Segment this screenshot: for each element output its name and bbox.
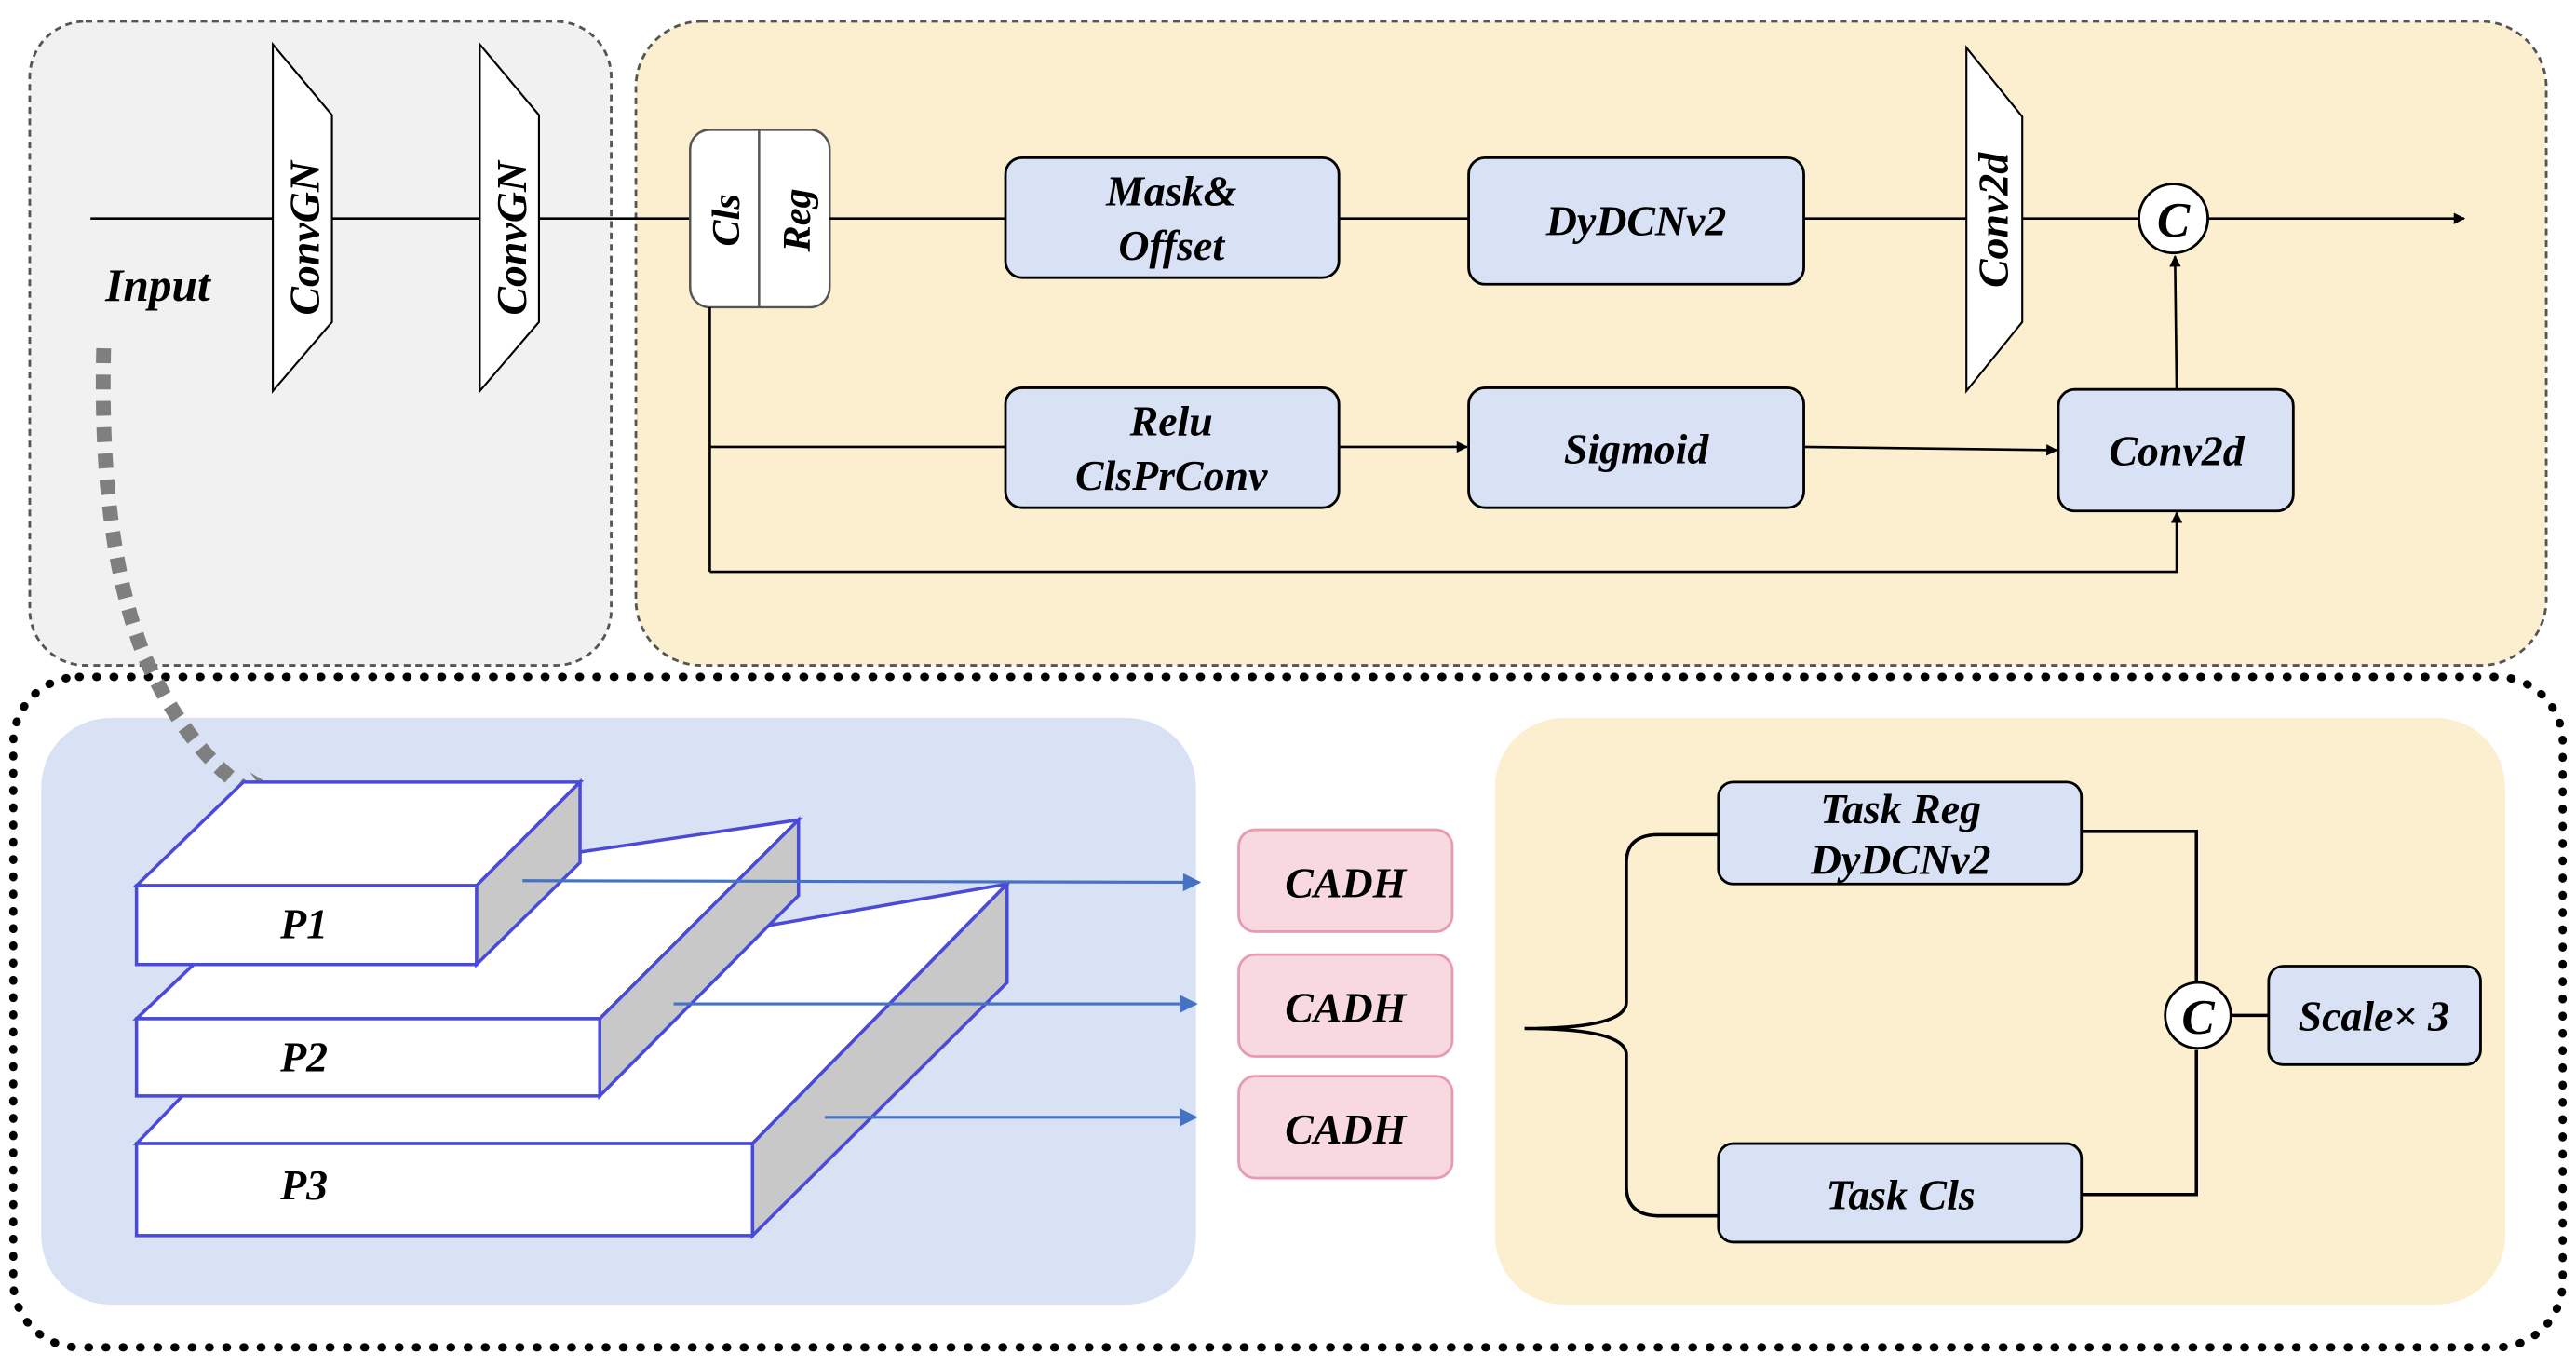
conv2d-vertical-label: Conv2d	[1969, 152, 2016, 288]
conv2d-box-label: Conv2d	[2109, 426, 2245, 474]
cls-bypass-line	[709, 511, 2183, 574]
input-panel	[28, 20, 613, 668]
sigmoid-label: Sigmoid	[1564, 426, 1710, 473]
cadh-label-2: CADH	[1285, 983, 1407, 1031]
sigmoid-to-conv2d-arrow	[1803, 444, 2058, 456]
concat-symbol-top: C	[2157, 194, 2191, 248]
task-reg-to-concat-line	[2081, 830, 2198, 981]
task-brace	[1524, 832, 1719, 1218]
dydcnv2-box	[1467, 156, 1805, 286]
pyramid-level-p1	[132, 778, 585, 968]
cadh-label-1: CADH	[1285, 859, 1407, 906]
convgn-1-block	[272, 41, 333, 394]
convgn-2-label: ConvGN	[488, 159, 535, 315]
cadh-block-1	[1237, 828, 1454, 933]
scale-label: Scale× 3	[2299, 992, 2449, 1039]
task-reg-line2: DyDCNv2	[1810, 836, 1991, 884]
mask-offset-box	[1004, 156, 1341, 279]
pyramid-label-p1: P1	[279, 900, 328, 947]
head-panel	[634, 20, 2548, 668]
p1-to-cadh-arrow	[522, 873, 1202, 892]
task-cls-to-concat-line	[2081, 1049, 2198, 1197]
concat-symbol-bottom: C	[2181, 991, 2215, 1045]
relu-line1: Relu	[1129, 398, 1213, 445]
mask-offset-line1: Mask&	[1105, 168, 1236, 215]
mask-offset-line2: Offset	[1118, 222, 1225, 269]
input-label: Input	[104, 260, 211, 311]
relu-line2: ClsPrConv	[1075, 452, 1268, 499]
scale-box	[2267, 965, 2482, 1066]
reg-label: Reg	[775, 188, 819, 252]
concat-node-top	[2138, 183, 2209, 255]
task-cls-label: Task Cls	[1827, 1171, 1976, 1219]
conv2d-to-concat-arrow	[2169, 255, 2181, 390]
cadh-label-3: CADH	[1285, 1105, 1407, 1153]
convgn-1-label: ConvGN	[280, 159, 328, 315]
task-reg-line1: Task Reg	[1820, 785, 1981, 832]
convgn-2-block	[479, 41, 540, 394]
pyramid-label-p3: P3	[279, 1161, 328, 1209]
cls-label: Cls	[705, 194, 749, 246]
cadh-block-2	[1237, 953, 1454, 1058]
cadh-block-3	[1237, 1075, 1454, 1180]
pyramid-label-p2: P2	[279, 1033, 328, 1080]
conv2d-vertical-block	[1965, 45, 2024, 394]
dydcnv2-label: DyDCNv2	[1545, 196, 1727, 244]
dashed-flow-arrow	[95, 347, 283, 816]
